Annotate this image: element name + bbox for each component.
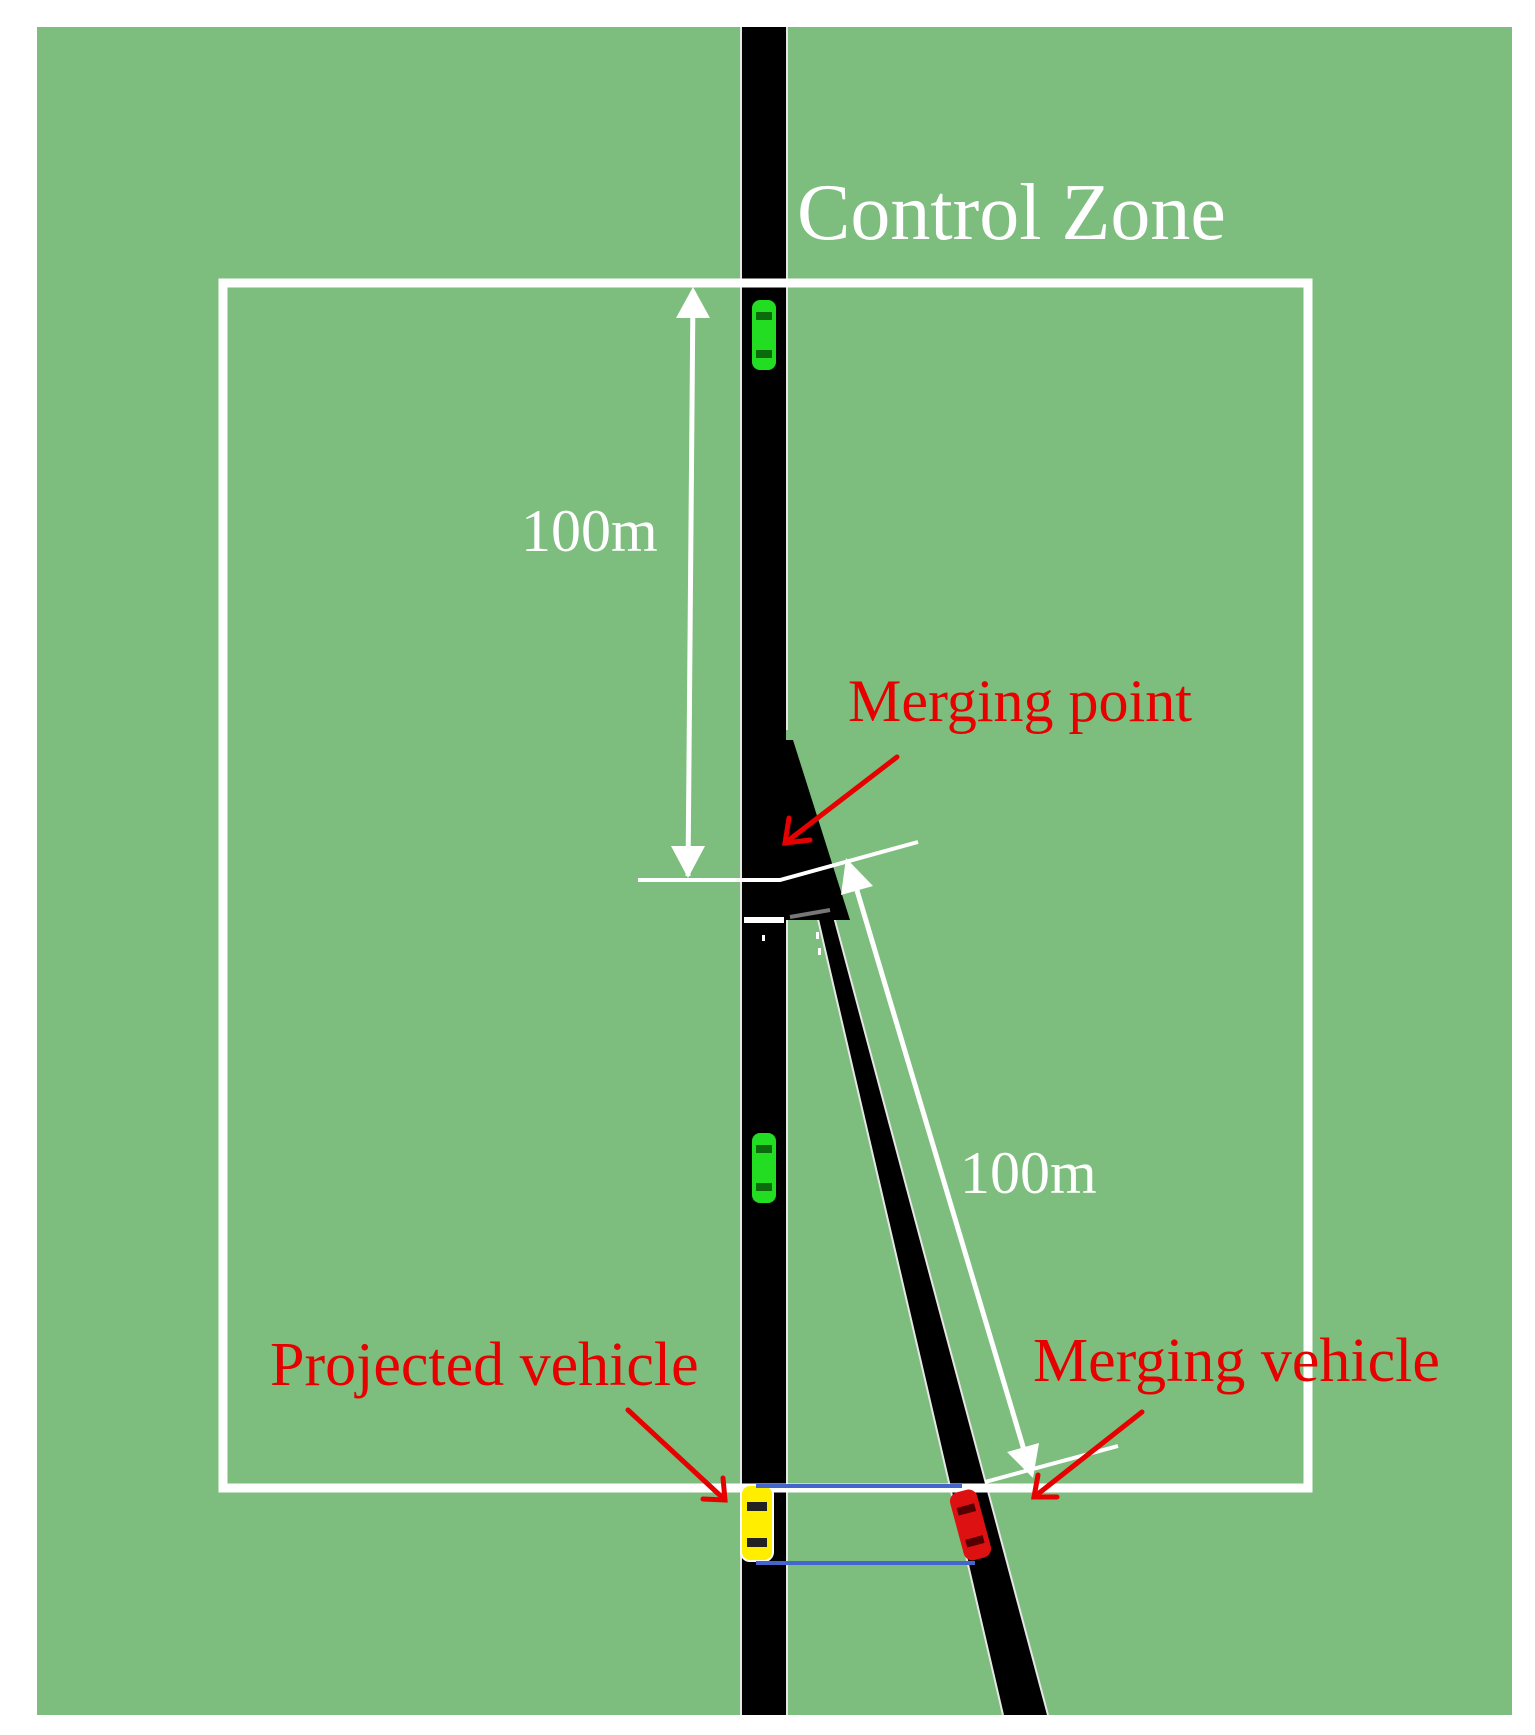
merging-point-label: Merging point <box>848 668 1192 734</box>
ramp-entry-line <box>984 1444 1119 1484</box>
distance-arrow-ramp <box>847 866 1033 1471</box>
distance-label-main: 100m <box>521 498 658 564</box>
annotation-arrows <box>625 754 1145 1503</box>
merge-line <box>638 840 919 882</box>
distance-arrow-ramp-head-top <box>841 858 873 895</box>
merging-vehicle-label: Merging vehicle <box>1033 1327 1440 1395</box>
vehicle-main-lower <box>752 1133 776 1203</box>
lane-dashes <box>762 932 821 955</box>
distance-arrow-main-head-top <box>676 287 710 318</box>
control-zone-label: Control Zone <box>797 169 1226 257</box>
ramp-road <box>781 760 1048 1715</box>
vehicle-projected <box>740 1484 774 1562</box>
vehicle-main-upper <box>752 300 776 370</box>
distance-arrow-main <box>685 290 696 877</box>
distance-arrow-main-head-bottom <box>671 846 705 878</box>
distance-label-ramp: 100m <box>960 1140 1097 1206</box>
ramp-gray-marker <box>789 908 831 919</box>
vehicle-merging <box>949 1489 992 1561</box>
projected-vehicle-label: Projected vehicle <box>270 1331 699 1399</box>
split-marker <box>744 917 784 923</box>
distance-arrow-ramp-head-bottom <box>1007 1443 1039 1478</box>
